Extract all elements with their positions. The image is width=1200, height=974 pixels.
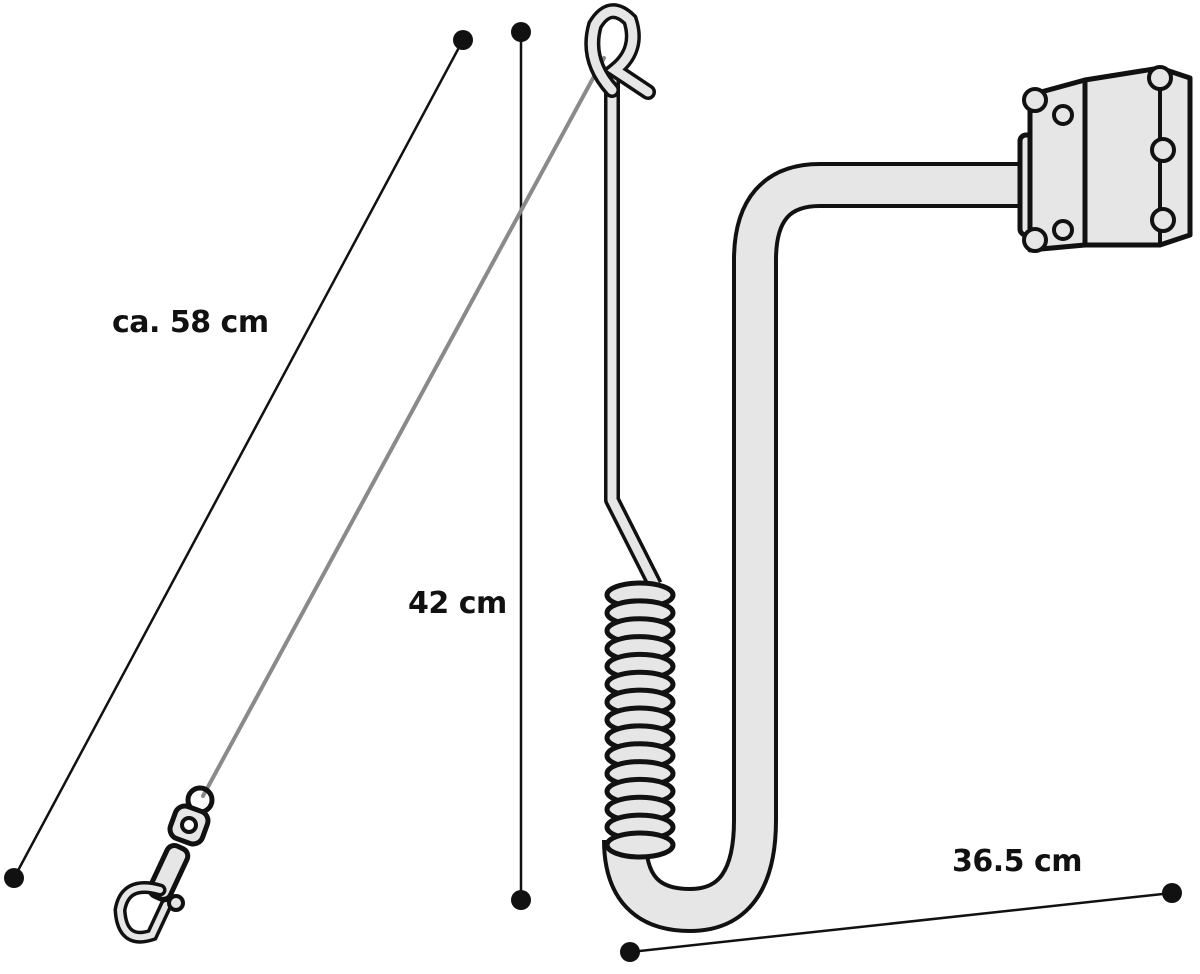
cable-length-dimension-line [4,30,473,888]
bent-pipe-arm [602,162,1035,933]
arm-length-dimension-line [620,883,1182,962]
tie-out-cable [201,56,606,798]
snap-hook [113,785,215,944]
bracket-bolt-icon [1022,65,1176,253]
dimension-endpoint-dot [620,942,640,962]
height-label: 42 cm [408,586,507,621]
mounting-bracket [1017,65,1193,253]
spring-rod [604,70,663,589]
rod-top-loop [584,3,656,100]
coil-spring [604,580,676,860]
dimension-endpoint-dot [453,30,473,50]
arm-length-label: 36.5 cm [952,844,1083,879]
spring-coil-turn [604,830,676,860]
dimension-endpoint-dot [1162,883,1182,903]
height-dimension-line [511,22,531,910]
dimension-endpoint-dot [511,22,531,42]
dimension-endpoint-dot [4,868,24,888]
cable-length-label: ca. 58 cm [112,305,269,340]
dimension-endpoint-dot [511,890,531,910]
